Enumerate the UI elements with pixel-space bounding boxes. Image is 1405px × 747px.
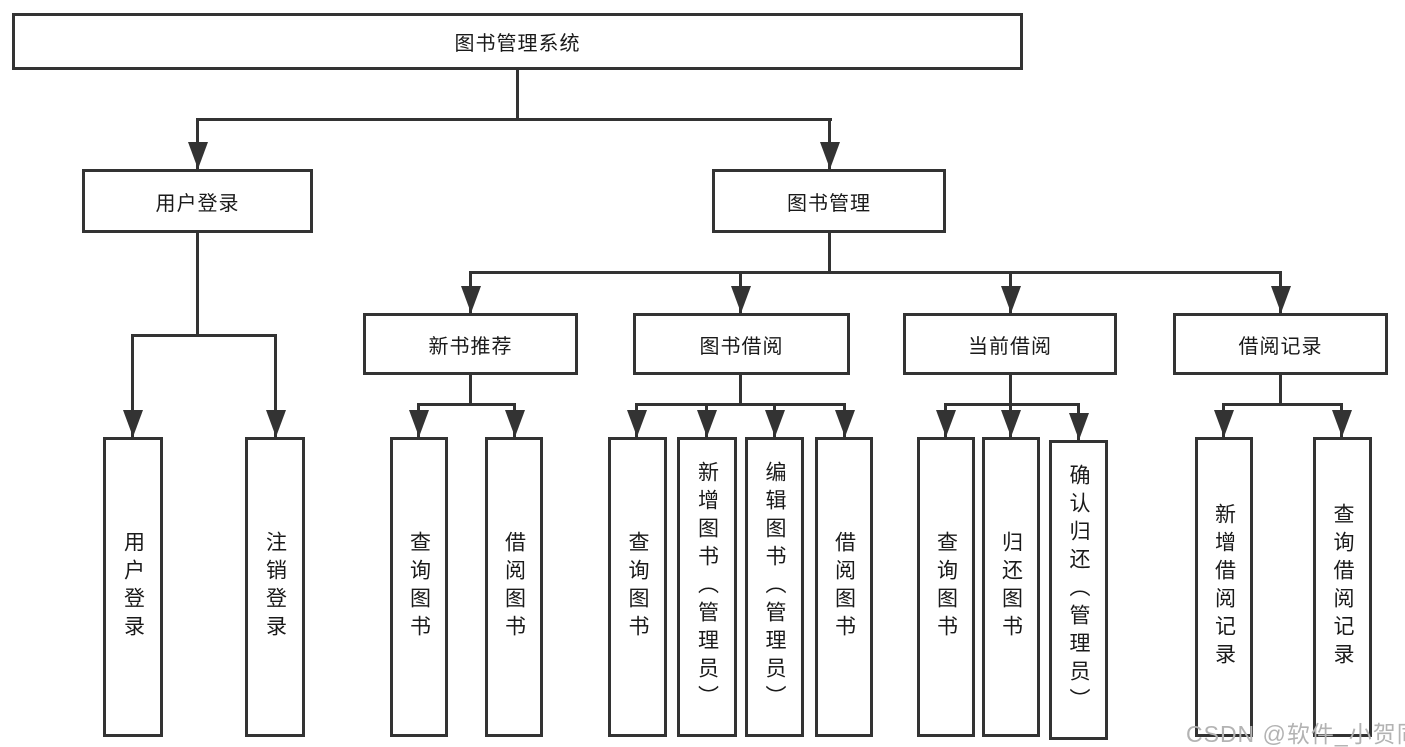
- leaf-borrow-books: 借阅图书: [815, 437, 873, 737]
- node-label: 图书管理系统: [454, 33, 581, 55]
- leaf-label: 查询图书: [934, 531, 958, 643]
- leaf-label: 借阅图书: [502, 531, 526, 643]
- node-book-management: 图书管理: [712, 169, 946, 233]
- connector-borrow-records-rail: [1222, 403, 1343, 406]
- leaf-label: 查询借阅记录: [1331, 503, 1354, 671]
- node-label: 图书借阅: [699, 335, 784, 358]
- arrow-leaf: [773, 406, 776, 437]
- leaf-label: 查询图书: [626, 531, 649, 643]
- leaf-logout: 注销登录: [245, 437, 305, 737]
- node-label: 新书推荐: [428, 335, 513, 358]
- node-label: 图书管理: [787, 192, 871, 215]
- leaf-add-borrow-record: 新增借阅记录: [1195, 437, 1253, 737]
- leaf-borrow-books: 借阅图书: [485, 437, 543, 737]
- connector-book-borrow-stub: [739, 375, 742, 406]
- connector-book-borrow-rail: [635, 403, 846, 406]
- arrow-leaf: [1077, 406, 1080, 440]
- leaf-label: 新增借阅记录: [1212, 503, 1236, 671]
- arrow-leaf: [843, 406, 846, 437]
- leaf-label: 用户登录: [121, 531, 145, 643]
- arrow-to-new-book-recommend: [469, 274, 472, 313]
- leaf-label: 归还图书: [999, 531, 1023, 643]
- connector-level2-rail: [196, 118, 832, 121]
- connector-level3-rail: [469, 271, 1282, 274]
- leaf-label: 新增图书（管理员）: [695, 461, 719, 713]
- arrow-to-current-borrow: [1009, 274, 1012, 313]
- leaf-label: 借阅图书: [832, 531, 856, 643]
- arrow-leaf: [1009, 406, 1012, 437]
- node-label: 借阅记录: [1238, 335, 1323, 358]
- connector-current-borrow-rail: [944, 403, 1080, 406]
- arrow-to-book-management: [828, 121, 831, 169]
- leaf-label: 注销登录: [263, 531, 287, 643]
- connector-borrow-records-stub: [1279, 375, 1282, 406]
- connector-user-login-rail: [131, 334, 277, 337]
- node-label: 当前借阅: [968, 335, 1052, 358]
- leaf-confirm-return-admin: 确认归还（管理员）: [1049, 440, 1108, 740]
- node-user-login: 用户登录: [82, 169, 313, 233]
- connector-new-book-recommend-rail: [417, 403, 516, 406]
- connector-new-book-recommend-stub: [469, 375, 472, 406]
- leaf-user-login: 用户登录: [103, 437, 163, 737]
- leaf-return-books: 归还图书: [982, 437, 1040, 737]
- arrow-to-logout-leaf: [274, 337, 277, 437]
- arrow-to-book-borrow: [739, 274, 742, 313]
- arrow-to-user-login: [196, 121, 199, 169]
- leaf-query-books: 查询图书: [917, 437, 975, 737]
- csdn-watermark: CSDN @软件_小贺同学: [1186, 721, 1405, 747]
- node-label: 用户登录: [155, 192, 240, 215]
- arrow-leaf: [635, 406, 638, 437]
- node-current-borrow: 当前借阅: [903, 313, 1117, 375]
- arrow-leaf: [1222, 406, 1225, 437]
- leaf-query-borrow-record: 查询借阅记录: [1313, 437, 1372, 737]
- arrow-to-user-login-leaf: [131, 337, 134, 437]
- leaf-add-books-admin: 新增图书（管理员）: [677, 437, 737, 737]
- leaf-query-books: 查询图书: [390, 437, 448, 737]
- connector-user-login-stub: [196, 233, 199, 336]
- arrow-leaf: [513, 406, 516, 437]
- leaf-edit-books-admin: 编辑图书（管理员）: [745, 437, 804, 737]
- connector-root-stub: [516, 70, 519, 120]
- leaf-label: 查询图书: [407, 531, 431, 643]
- node-new-book-recommend: 新书推荐: [363, 313, 578, 375]
- arrow-leaf: [1340, 406, 1343, 437]
- arrow-leaf: [705, 406, 708, 437]
- node-borrow-records: 借阅记录: [1173, 313, 1388, 375]
- leaf-label: 编辑图书（管理员）: [763, 461, 786, 713]
- arrow-leaf: [417, 406, 420, 437]
- leaf-query-books: 查询图书: [608, 437, 667, 737]
- arrow-leaf: [944, 406, 947, 437]
- leaf-label: 确认归还（管理员）: [1067, 464, 1090, 716]
- node-library-management-system: 图书管理系统: [12, 13, 1023, 70]
- connector-book-management-stub: [828, 233, 831, 274]
- connector-current-borrow-stub: [1009, 375, 1012, 406]
- arrow-to-borrow-records: [1279, 274, 1282, 313]
- node-book-borrow: 图书借阅: [633, 313, 850, 375]
